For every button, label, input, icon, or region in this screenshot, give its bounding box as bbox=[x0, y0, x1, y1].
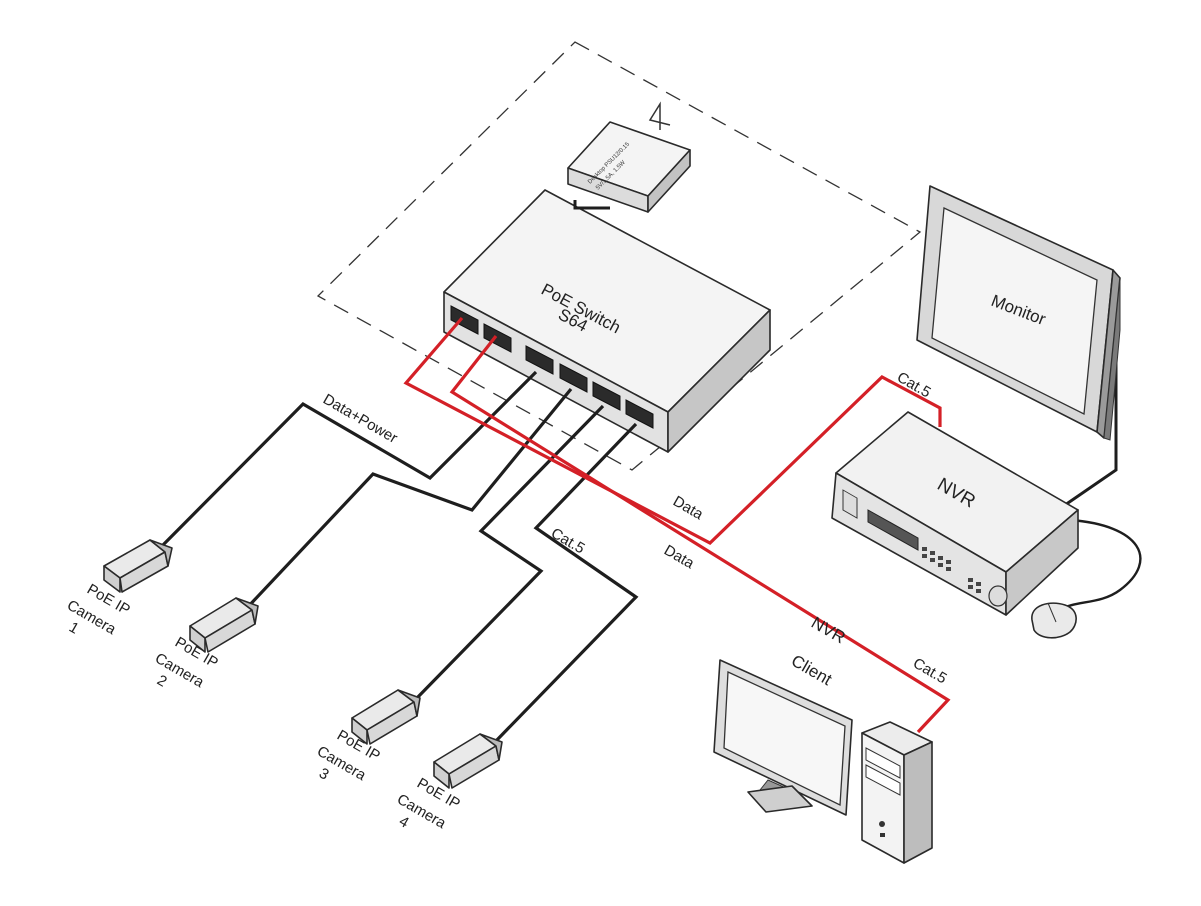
nvr-client-tower bbox=[861, 721, 933, 864]
monitor-device: Monitor bbox=[916, 185, 1121, 441]
nvr-button-grid bbox=[922, 547, 981, 593]
switch-port-2 bbox=[483, 323, 512, 353]
switch-dashed-enclosure bbox=[316, 41, 922, 471]
red-cables bbox=[403, 316, 951, 734]
camera-4 bbox=[433, 733, 503, 789]
mouse-cable bbox=[1059, 518, 1142, 612]
nvr-device: NVR bbox=[831, 411, 1079, 616]
cable-camera-3 bbox=[413, 404, 605, 702]
cable-camera-1 bbox=[158, 370, 538, 550]
nvr-client-label-line1: NVR bbox=[808, 613, 849, 647]
switch-ports bbox=[450, 305, 654, 429]
camera-3 bbox=[351, 689, 421, 745]
nvr-jog-dial bbox=[988, 585, 1008, 607]
nvr-client-label-line2: Client bbox=[788, 651, 835, 689]
label-cat5-top: Cat.5 bbox=[894, 369, 934, 402]
cable-camera-4 bbox=[493, 422, 639, 744]
cable-switch-to-nvr bbox=[403, 316, 942, 545]
label-cat5-client: Cat.5 bbox=[910, 655, 950, 688]
mouse-device bbox=[1031, 602, 1077, 639]
switch-port-4 bbox=[559, 363, 588, 393]
camera-1-label-line3: 1 bbox=[66, 619, 82, 638]
cable-switch-to-client bbox=[449, 335, 951, 734]
label-data-top: Data bbox=[670, 493, 707, 524]
power-adapter-device: Desktop PSU12/0.15 5V/1.5A, 1.5W bbox=[567, 101, 691, 213]
camera-3-label-line3: 3 bbox=[316, 765, 332, 784]
camera-2-label-line3: 2 bbox=[154, 672, 170, 691]
black-cables bbox=[158, 370, 639, 744]
switch-port-6 bbox=[625, 399, 654, 429]
switch-port-5 bbox=[592, 381, 621, 411]
camera-4-label-line3: 4 bbox=[396, 813, 412, 832]
label-cat5-mid: Cat.5 bbox=[548, 525, 588, 558]
poe-switch-device: PoE Switch S64 bbox=[443, 189, 771, 453]
switch-port-1 bbox=[450, 305, 479, 335]
nvr-client-monitor bbox=[713, 659, 853, 816]
switch-port-3 bbox=[525, 345, 554, 375]
camera-2 bbox=[189, 597, 259, 653]
camera-1 bbox=[103, 539, 173, 593]
cable-camera-2 bbox=[243, 387, 573, 612]
label-data-mid: Data bbox=[661, 542, 698, 573]
